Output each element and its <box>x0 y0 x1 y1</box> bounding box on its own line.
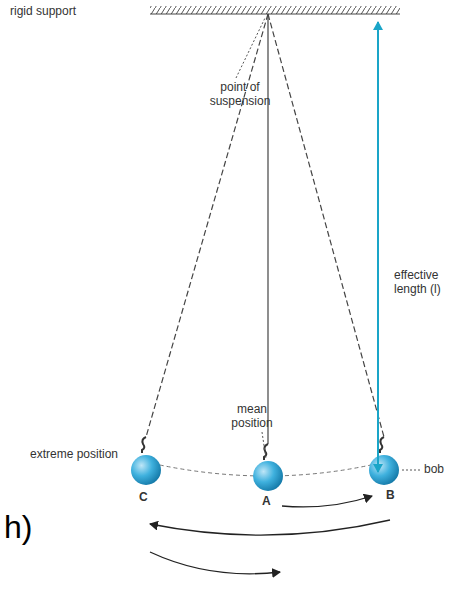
position-letter: A <box>262 494 278 508</box>
partial-text: h) <box>4 508 64 546</box>
bobs <box>131 455 399 491</box>
position-letter: B <box>386 488 402 502</box>
support-label: rigid support <box>10 4 120 18</box>
position-letter: C <box>139 490 155 504</box>
pendulum-strings <box>146 14 384 444</box>
suspension-label: point of suspension <box>200 80 280 109</box>
extreme-label: extreme position <box>30 447 120 461</box>
bob-label: bob <box>424 462 464 476</box>
mean-label: mean position <box>222 402 282 431</box>
rigid-support <box>150 6 400 14</box>
length-arrow <box>377 22 379 472</box>
length-label: effective length (l) <box>394 268 469 297</box>
